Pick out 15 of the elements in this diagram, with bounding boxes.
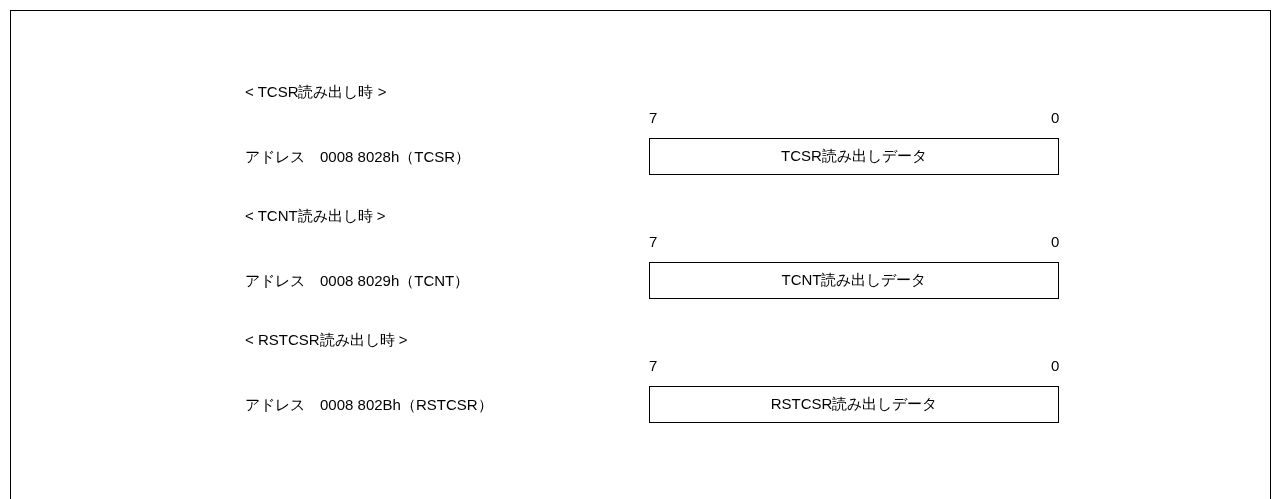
address-label: アドレス 0008 8029h（TCNT） <box>245 272 470 290</box>
bit-number: 0 <box>1051 233 1060 251</box>
bit-number: 0 <box>1051 109 1060 127</box>
register-box: TCNT読み出しデータ <box>649 262 1059 299</box>
bit-number: 0 <box>1051 357 1060 375</box>
bit-number: 7 <box>649 109 658 127</box>
section-heading: < TCSR読み出し時 > <box>245 83 387 101</box>
section-heading: < TCNT読み出し時 > <box>245 207 386 225</box>
bit-number: 7 <box>649 233 658 251</box>
register-box: RSTCSR読み出しデータ <box>649 386 1059 423</box>
register-box: TCSR読み出しデータ <box>649 138 1059 175</box>
address-label: アドレス 0008 8028h（TCSR） <box>245 148 471 166</box>
address-label: アドレス 0008 802Bh（RSTCSR） <box>245 396 493 414</box>
section-heading: < RSTCSR読み出し時 > <box>245 331 408 349</box>
bit-number: 7 <box>649 357 658 375</box>
